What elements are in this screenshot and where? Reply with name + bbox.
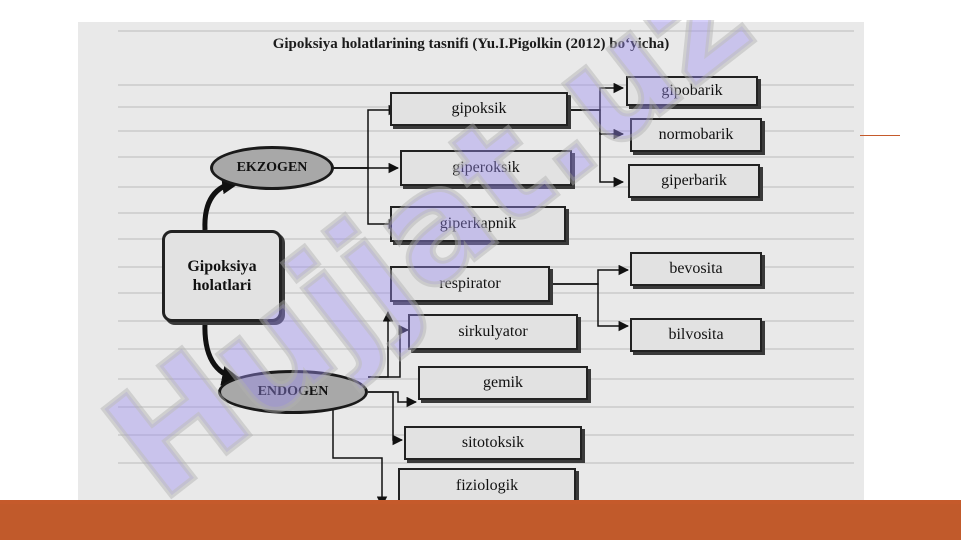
diagram-title: Gipoksiya holatlarining tasnifi (Yu.I.Pi…	[272, 36, 670, 52]
endo-item-respirator: respirator	[390, 266, 550, 302]
connector-lines	[202, 82, 630, 506]
arrow-gipoksik-normobarik	[568, 109, 625, 140]
footer-accent-line	[0, 500, 961, 504]
exo-item-giperkapnik: giperkapnik	[390, 206, 566, 242]
respirator-item-bilvosita: bilvosita	[630, 318, 762, 352]
exo-ellipse: EKZOGEN	[210, 146, 334, 190]
arrow-endo-sitotoksik	[368, 391, 404, 446]
arrow-exo-giperkapnik	[332, 167, 400, 230]
endo-item-sitotoksik: sitotoksik	[404, 426, 582, 460]
exo-item-giperoksik: giperoksik	[400, 150, 572, 186]
arrow-root-exo	[202, 174, 242, 231]
respirator-item-bevosita: bevosita	[630, 252, 762, 286]
arrow-root-endo	[202, 321, 242, 386]
endo-item-fiziologik: fiziologik	[398, 468, 576, 504]
arrow-endo-sirkulyator	[368, 324, 410, 378]
gipoksik-item-normobarik: normobarik	[630, 118, 762, 152]
gipoksik-item-giperbarik: giperbarik	[628, 164, 760, 198]
gipoksik-item-gipobarik: gipobarik	[626, 76, 758, 106]
endo-item-sirkulyator: sirkulyator	[408, 314, 578, 350]
footer-bar	[0, 504, 961, 540]
scan-text-line	[118, 186, 854, 188]
scan-text-line	[118, 406, 854, 408]
arrow-endo-fiziologik	[332, 407, 388, 506]
root-box: Gipoksiya holatlari	[162, 230, 282, 322]
arrow-exo-gipoksik	[332, 104, 400, 169]
exo-item-gipoksik: gipoksik	[390, 92, 568, 126]
arrow-respirator-bilvosita	[550, 283, 630, 332]
scan-text-line	[118, 462, 854, 464]
arrow-gipoksik-giperbarik	[568, 109, 625, 188]
endo-item-gemik: gemik	[418, 366, 588, 400]
scan-text-line	[118, 130, 854, 132]
scan-text-line	[118, 30, 854, 32]
arrow-endo-gemik	[368, 391, 418, 408]
scanned-page: Gipoksiya holatlarining tasnifi (Yu.I.Pi…	[78, 22, 864, 506]
scan-text-line	[118, 84, 854, 86]
arrow-gipoksik-gipobarik	[568, 82, 625, 111]
arrow-endo-respirator	[368, 310, 394, 378]
arrow-respirator-bevosita	[550, 264, 630, 285]
accent-line	[860, 135, 900, 136]
endo-ellipse: ENDOGEN	[218, 370, 368, 414]
